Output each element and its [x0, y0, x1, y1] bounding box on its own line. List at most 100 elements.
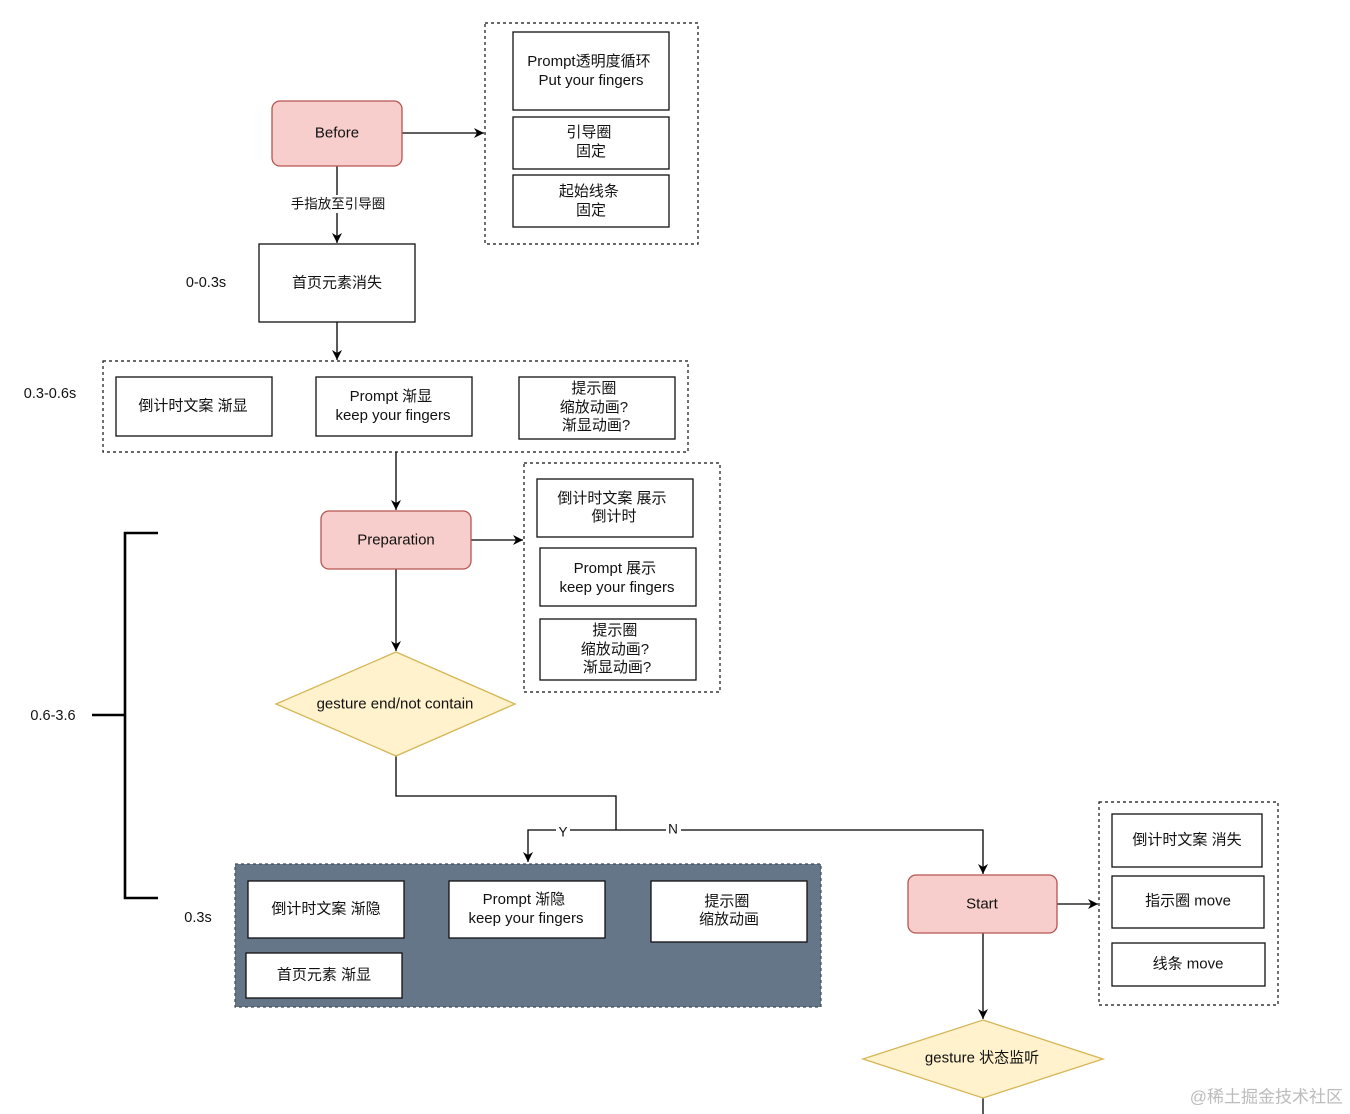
home-hide-label: 首页元素消失 [292, 275, 382, 292]
preparation-node-shape [320, 510, 472, 570]
time-label-0.3-0.6s: 0.3-0.6s [24, 386, 76, 402]
prep-hint-circle: 提示圈 缩放动画? 渐显动画? [539, 618, 697, 681]
cancel-home-show-box [245, 952, 403, 999]
preparation-node-label: Preparation [357, 532, 435, 549]
before-detail-prompt-text: Prompt透明度循环 Put your fingers [527, 53, 655, 89]
text-line: 固定 [576, 143, 606, 160]
cancel-prompt: Prompt 渐隐 keep your fingers [448, 880, 606, 939]
cancel-countdown-label: 倒计时文案 渐隐 [271, 900, 380, 918]
text-line: 缩放动画 [699, 911, 759, 928]
time-label-0-0.3s: 0-0.3s [186, 275, 226, 291]
start-node: Start [907, 874, 1058, 934]
before-detail-start-line: 起始线条 固定 [512, 174, 670, 228]
start-indicator-move-box [1111, 875, 1265, 929]
text-line: 提示圈 [704, 893, 749, 910]
text-line: 提示圈 [592, 622, 637, 639]
before-detail-prompt: Prompt透明度循环 Put your fingers [512, 31, 670, 111]
show-countdown-box [115, 376, 273, 437]
preparation-details-group: 倒计时文案 展示 倒计时 Prompt 展示 keep your fingers… [523, 462, 721, 693]
time-label-0.3s: 0.3s [184, 910, 211, 926]
text-line: 倒计时 [591, 508, 636, 525]
before-node: Before [271, 100, 403, 167]
start-countdown-hide: 倒计时文案 消失 [1111, 813, 1263, 868]
edge-label-no-text: N [668, 822, 678, 837]
gesture-state-decision-shape [860, 1019, 1106, 1099]
show-countdown-text: 倒计时文案 渐显 [115, 376, 273, 437]
before-node-label: Before [315, 125, 359, 142]
before-detail-guide-circle: 引导圈 固定 [512, 116, 670, 170]
preparation-bracket [92, 531, 158, 900]
show-hint-circle-text: 提示圈 缩放动画? 渐显动画? [560, 380, 633, 434]
start-indicator-move: 指示圈 move [1111, 875, 1265, 929]
before-details-group: Prompt透明度循环 Put your fingers 引导圈 固定 起始线条… [484, 22, 699, 245]
bracket-line [123, 531, 158, 900]
text-line: keep your fingers [468, 910, 583, 927]
cancel-home-show: 首页元素 渐显 [245, 952, 403, 999]
edge-label-no: N [666, 821, 681, 837]
before-detail-guide-circle-box [512, 116, 670, 170]
start-node-label: Start [966, 896, 999, 913]
edge-label-bg [666, 821, 681, 837]
edges [332, 128, 1098, 1114]
time-label-0.6-3.6: 0.6-3.6 [30, 708, 75, 724]
show-phase-group: 倒计时文案 渐显 Prompt 渐显 keep your fingers 提示圈… [102, 360, 689, 453]
show-hint-circle: 提示圈 缩放动画? 渐显动画? [518, 376, 676, 440]
preparation-node: Preparation [320, 510, 472, 570]
text-line: 引导圈 [566, 124, 611, 141]
prep-countdown-box [536, 478, 694, 538]
prep-countdown: 倒计时文案 展示 倒计时 [536, 478, 694, 538]
show-prompt-box [315, 376, 473, 437]
prep-countdown-text: 倒计时文案 展示 倒计时 [557, 489, 670, 525]
text-line: Prompt 渐隐 [483, 891, 566, 908]
gesture-state-decision-label: gesture 状态监听 [925, 1050, 1039, 1067]
start-line-move-box [1111, 942, 1266, 987]
cancel-group: 倒计时文案 渐隐 Prompt 渐隐 keep your fingers 提示圈… [234, 863, 822, 1008]
start-details-group: 倒计时文案 消失 指示圈 move 线条 move [1098, 801, 1279, 1006]
cancel-hint-circle: 提示圈 缩放动画 [650, 880, 808, 943]
prep-prompt: Prompt 展示 keep your fingers [539, 547, 697, 607]
cancel-home-show-label: 首页元素 渐显 [277, 967, 371, 984]
prep-hint-circle-box [539, 618, 697, 681]
start-line-move: 线条 move [1111, 942, 1266, 987]
edge-label-bg [288, 195, 388, 213]
show-prompt-text: Prompt 渐显 keep your fingers [335, 388, 450, 424]
gesture-state-decision: gesture 状态监听 [860, 1019, 1106, 1099]
cancel-hint-circle-box [650, 880, 808, 943]
gesture-end-decision: gesture end/not contain [274, 651, 517, 757]
show-prompt: Prompt 渐显 keep your fingers [315, 376, 473, 437]
before-detail-start-line-text: 起始线条 固定 [559, 183, 623, 219]
start-countdown-hide-box [1111, 813, 1263, 868]
text-line: 渐显动画? [583, 659, 651, 676]
text-line: 倒计时文案 展示 [557, 489, 666, 507]
cancel-prompt-box [448, 880, 606, 939]
watermark: @稀土掘金技术社区 [1190, 1088, 1343, 1107]
before-detail-guide-circle-text: 引导圈 固定 [566, 124, 615, 160]
home-hide-node: 首页元素消失 [258, 243, 416, 323]
cancel-countdown: 倒计时文案 渐隐 [247, 880, 405, 939]
gesture-end-decision-label: gesture end/not contain [317, 696, 474, 713]
prep-prompt-box [539, 547, 697, 607]
edge-label-yes: Y [556, 824, 570, 840]
cancel-prompt-text: Prompt 渐隐 keep your fingers [468, 891, 583, 927]
gesture-end-decision-shape [274, 651, 517, 757]
before-node-shape [271, 100, 403, 167]
edge-label-finger-text: 手指放至引导圈 [291, 197, 386, 212]
text-line: keep your fingers [559, 579, 674, 596]
home-hide-box [258, 243, 416, 323]
edge-label-finger: 手指放至引导圈 [288, 195, 388, 213]
edge-decision-trunk [395, 756, 617, 830]
text-line: 缩放动画? [560, 399, 628, 416]
start-node-shape [907, 874, 1058, 934]
cancel-countdown-box [247, 880, 405, 939]
text-line: 起始线条 [559, 183, 619, 200]
text-line: Prompt 展示 [574, 560, 657, 577]
text-line: keep your fingers [335, 407, 450, 424]
start-indicator-move-label: 指示圈 move [1145, 893, 1231, 910]
text-line: 提示圈 [571, 380, 616, 397]
text-line: 渐显动画? [562, 417, 630, 434]
edge-label-yes-text: Y [558, 825, 567, 840]
start-countdown-hide-label: 倒计时文案 消失 [1132, 831, 1241, 849]
text-line: 缩放动画? [581, 641, 649, 658]
prep-hint-circle-text: 提示圈 缩放动画? 渐显动画? [581, 622, 654, 676]
text-line: Prompt透明度循环 [527, 53, 650, 70]
